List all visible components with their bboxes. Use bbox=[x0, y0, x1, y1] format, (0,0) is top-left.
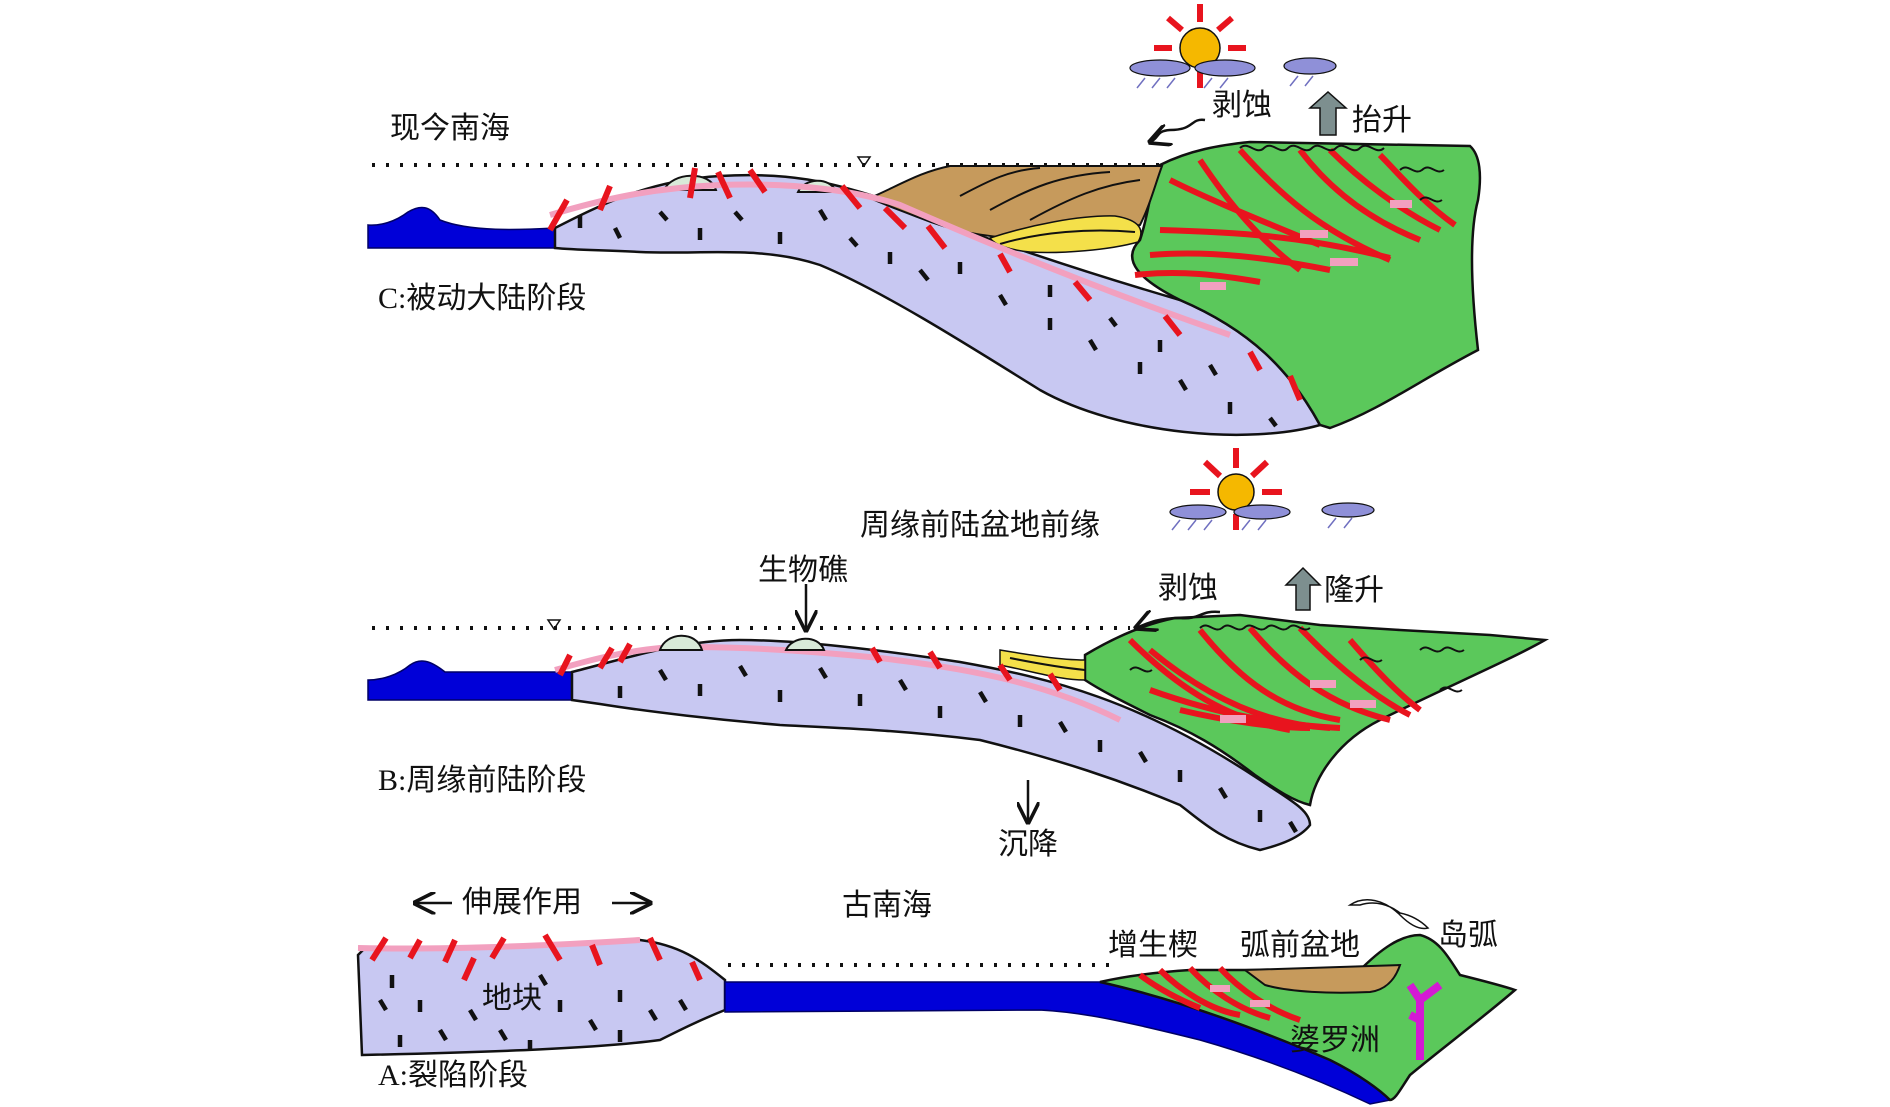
panel-a-faults bbox=[369, 933, 703, 982]
panel-a-arc-label: 岛弧 bbox=[1438, 918, 1498, 953]
panel-b-uplift-arrow bbox=[1284, 566, 1322, 611]
panel-a-orogen bbox=[1099, 933, 1518, 1102]
panel-a-thrusts bbox=[1138, 965, 1301, 1023]
panel-a-crust-texture bbox=[378, 973, 688, 1050]
panel-c-thrusts bbox=[1134, 147, 1457, 285]
panel-b-uplift-label: 隆升 bbox=[1324, 573, 1384, 608]
panel-b-faults bbox=[557, 642, 1063, 692]
panel-a-block-label: 地块 bbox=[482, 981, 542, 1016]
panel-c-sea-label: 现今南海 bbox=[390, 111, 510, 146]
panel-c-clouds bbox=[1129, 57, 1337, 89]
panel-b-clouds bbox=[1169, 502, 1375, 531]
panel-a-borneo-label: 婆罗洲 bbox=[1290, 1023, 1380, 1058]
panel-a-bird-icon bbox=[1347, 899, 1430, 930]
panel-c-faults bbox=[547, 167, 1303, 402]
panel-c-caption: C:被动大陆阶段 bbox=[378, 282, 586, 315]
panel-a-wedge-label: 增生楔 bbox=[1108, 928, 1198, 963]
panel-b-crust bbox=[570, 638, 1312, 852]
panel-b-crust-texture bbox=[617, 664, 1298, 834]
panel-b-erosion-label: 剥蚀 bbox=[1158, 571, 1218, 606]
panel-b-thrusts bbox=[1127, 625, 1422, 733]
panel-a-sea-label: 古南海 bbox=[842, 888, 932, 923]
panel-c-orogen bbox=[1130, 140, 1482, 430]
panel-b: 周缘前陆盆地前缘 生物礁 剥蚀 隆升 沉降 B:周缘前陆阶段 bbox=[367, 448, 1550, 862]
panel-c-erosion-arrow bbox=[1150, 118, 1206, 142]
panel-a-forearc-label: 弧前盆地 bbox=[1240, 928, 1360, 963]
panel-c-erosion-label: 剥蚀 bbox=[1212, 88, 1272, 123]
panel-b-reef-1 bbox=[658, 634, 704, 651]
panel-a-caption: A:裂陷阶段 bbox=[378, 1059, 528, 1092]
panel-c-sun bbox=[1154, 4, 1246, 88]
panel-a-intrusion bbox=[1406, 981, 1443, 1060]
panel-b-sun bbox=[1190, 448, 1282, 530]
panel-b-erosion-arrow bbox=[1136, 612, 1221, 628]
panel-a-forearc-basin bbox=[1242, 963, 1402, 994]
panel-c-crust-texture bbox=[577, 208, 1278, 428]
panel-b-caption: B:周缘前陆阶段 bbox=[378, 764, 586, 797]
panel-c-uplift-arrow bbox=[1308, 90, 1348, 136]
panel-c-uplift-label: 抬升 bbox=[1352, 103, 1412, 138]
panel-b-subsidence-label: 沉降 bbox=[998, 827, 1058, 862]
panel-c-sand bbox=[988, 215, 1142, 254]
panel-c: 现今南海 剥蚀 抬升 C:被动大陆阶段 bbox=[367, 4, 1482, 437]
panel-a: 伸展作用 古南海 地块 增生楔 弧前盆地 岛弧 婆罗洲 A:裂陷阶段 bbox=[356, 885, 1518, 1105]
panel-b-reef-2 bbox=[784, 637, 826, 651]
panel-b-reef-label: 生物礁 bbox=[758, 553, 848, 588]
panel-b-ocean bbox=[367, 660, 573, 701]
panel-c-ocean bbox=[367, 206, 556, 249]
panel-a-extension-label: 伸展作用 bbox=[462, 885, 582, 920]
panel-b-foreland-label: 周缘前陆盆地前缘 bbox=[860, 508, 1100, 543]
panel-b-orogen bbox=[1083, 613, 1550, 807]
